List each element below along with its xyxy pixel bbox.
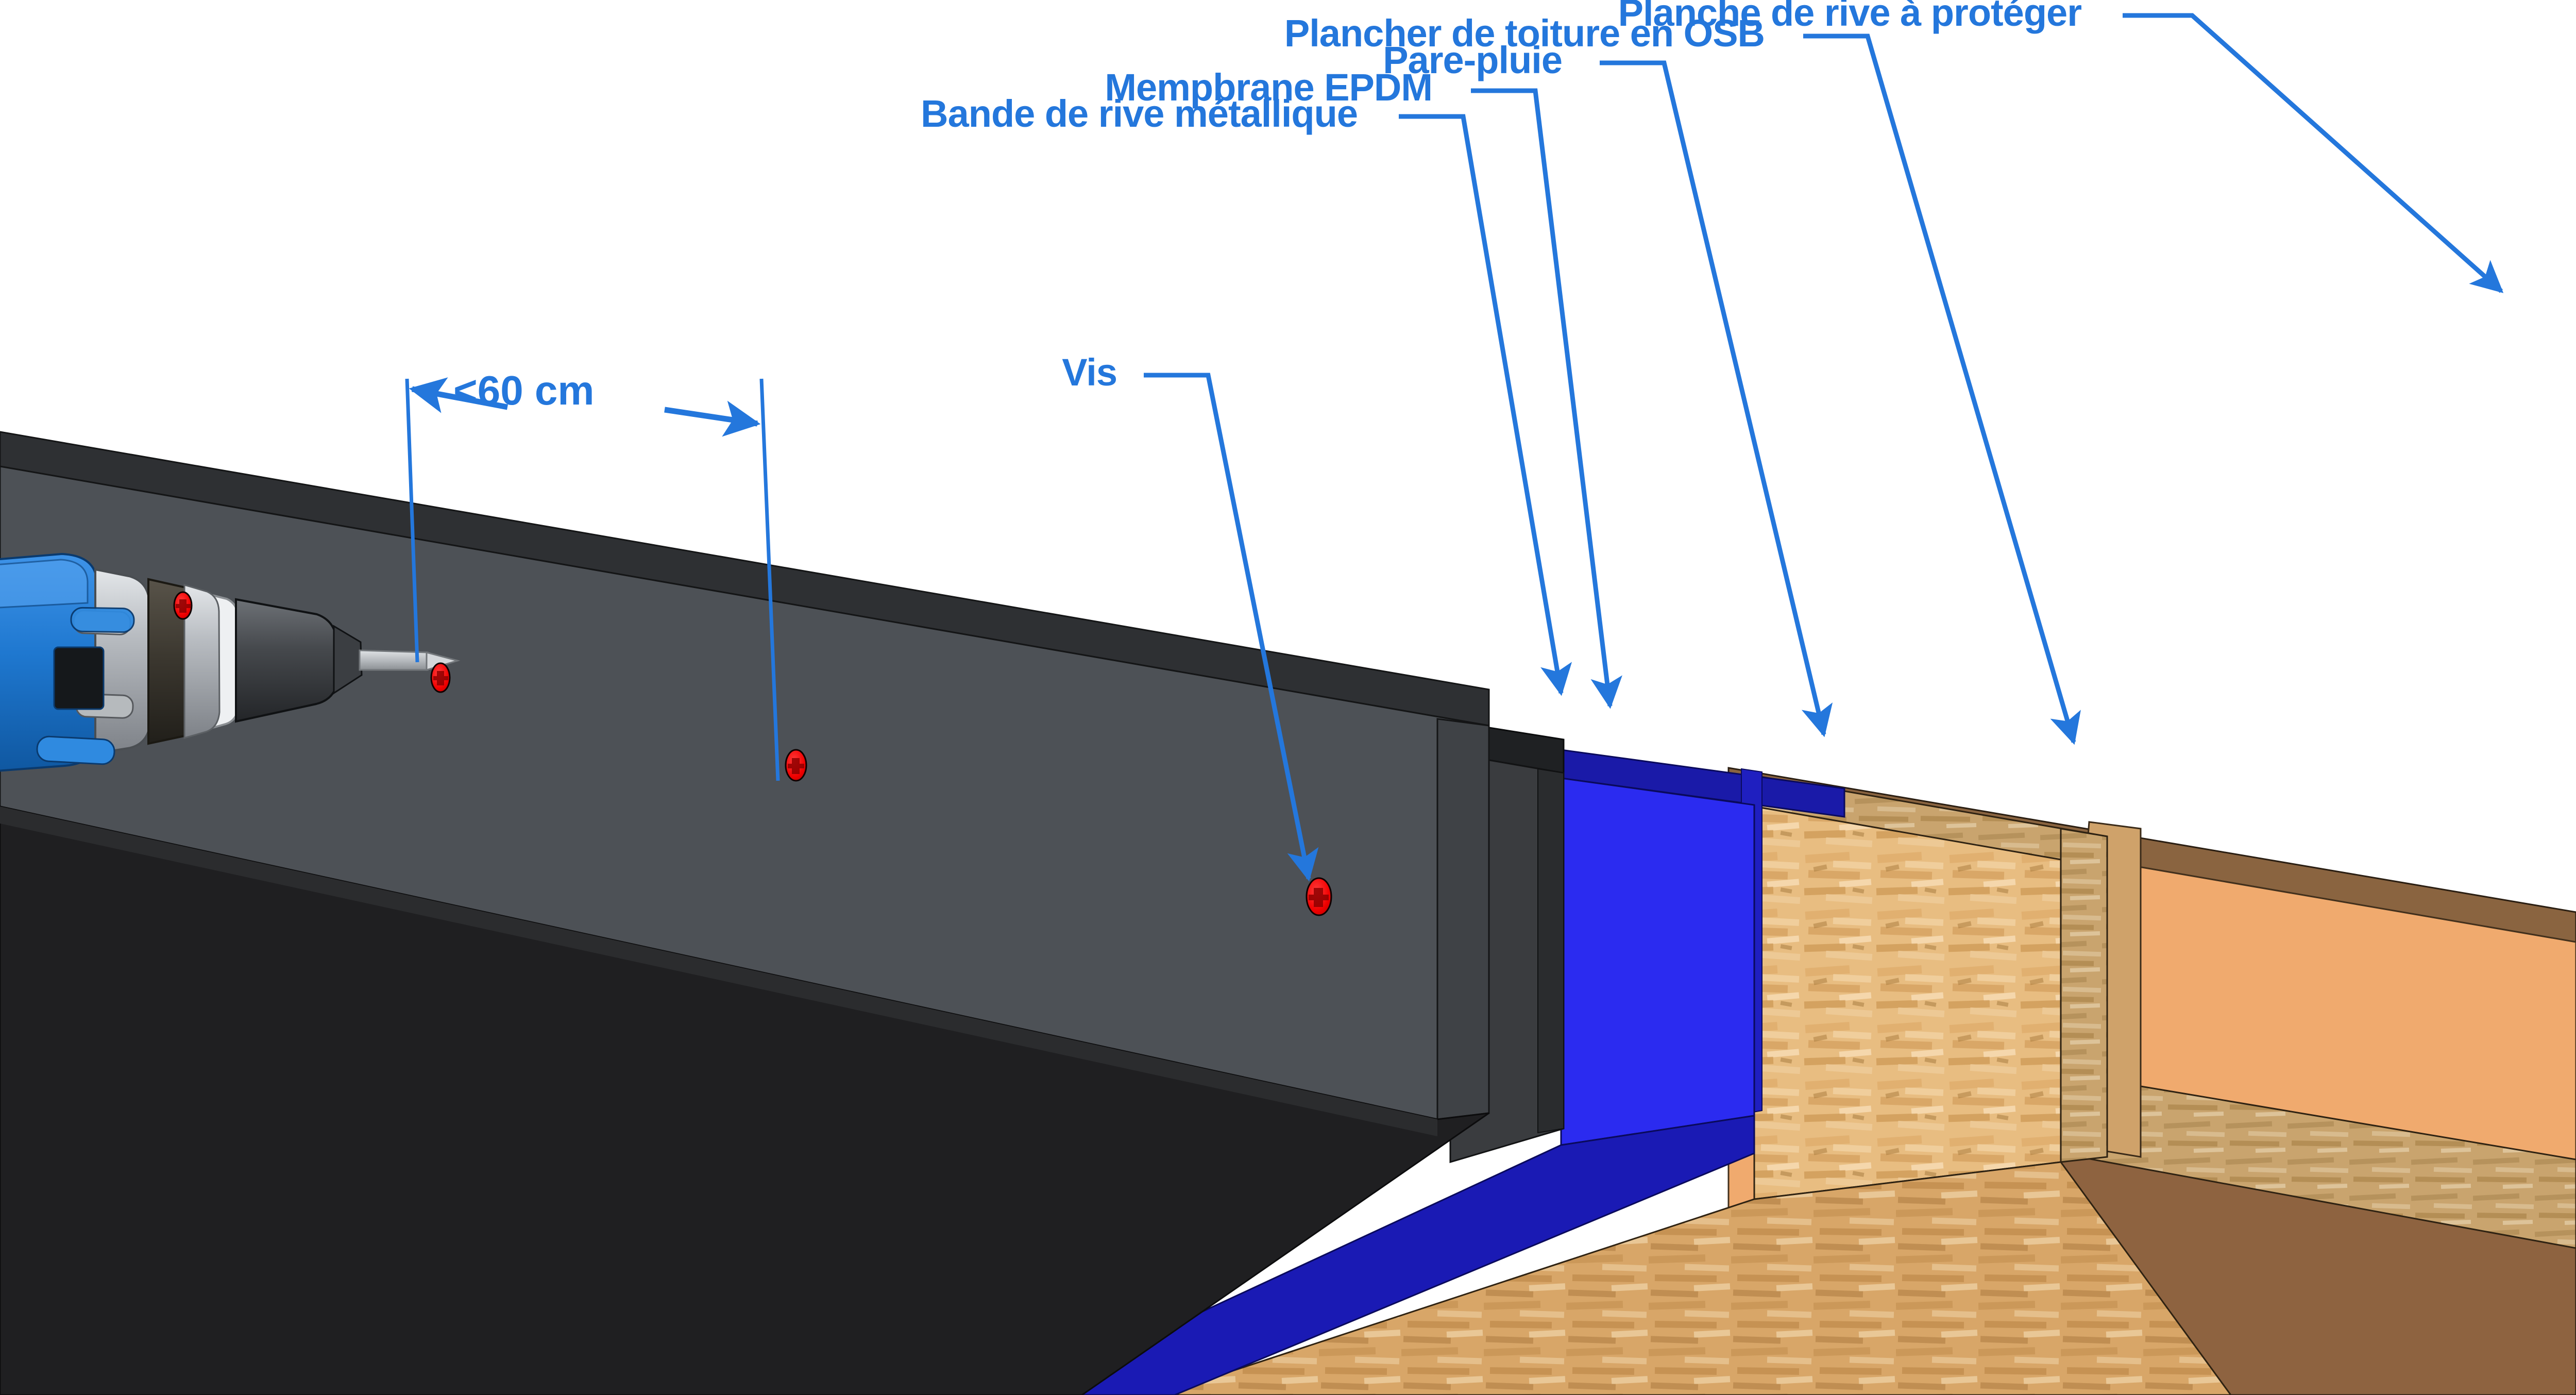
drill-top-nub — [70, 607, 135, 633]
geometry-group — [0, 431, 2576, 1395]
dimension-annotation — [405, 377, 780, 781]
rain-barrier-face — [1560, 777, 1755, 1146]
epdm-membrane-assembly — [0, 431, 1490, 1395]
osb-board-assembly — [1159, 775, 2232, 1395]
dimension-arrow-right — [664, 400, 761, 437]
rain-barrier-assembly — [1022, 749, 1845, 1395]
screw-head — [430, 662, 451, 693]
epdm-membrane-right-return — [1436, 718, 1490, 1120]
leader-line-planche-de-rive — [2123, 13, 2504, 293]
drill-body-highlight — [0, 559, 89, 609]
screw-group — [173, 591, 1332, 916]
drill-vent-slot — [53, 646, 105, 710]
leader-line-mempbrane-epdm — [1471, 88, 1622, 709]
label-bande-de-rive-metallique: Bande de rive métallique — [921, 92, 1358, 135]
screw-head — [1306, 877, 1332, 916]
leader-line-pare-pluie — [1600, 60, 1833, 737]
leader-line-vis — [1144, 373, 1319, 882]
label-planche-de-rive: Planche de rive à protéger — [1618, 0, 2082, 34]
label-vis: Vis — [1062, 351, 1117, 394]
screw-head — [785, 749, 807, 782]
osb-board-right-side — [2060, 828, 2108, 1163]
leader-line-plancher-osb — [1803, 33, 2081, 745]
leader-line-bande-de-rive — [1399, 114, 1572, 696]
dimension-arrow-left — [409, 377, 509, 413]
screw-head — [173, 591, 193, 620]
drill-chuck-collar — [183, 583, 221, 739]
epdm-junction-sheen — [0, 806, 1437, 1136]
dimension-extension-left — [405, 378, 419, 663]
osb-board-face — [1753, 805, 2062, 1200]
label-plancher-osb: Plancher de toiture en OSB — [1284, 12, 1765, 55]
label-mempbrane-epdm: Mempbrane EPDM — [1105, 66, 1433, 109]
epdm-roof-surface — [0, 805, 1489, 1395]
leader-line-group — [1144, 13, 2504, 882]
cordless-drill — [0, 552, 461, 772]
label-pare-pluie: Pare-pluie — [1383, 39, 1563, 81]
dimension-label: <60 cm — [453, 367, 595, 413]
drill-chuck-jaw — [333, 625, 363, 695]
metal-edge-band-right-edge — [1537, 768, 1564, 1134]
drill-direction-switch — [36, 735, 115, 765]
osb-roof-deck — [1159, 1161, 2232, 1395]
dimension-extension-right — [759, 378, 780, 781]
